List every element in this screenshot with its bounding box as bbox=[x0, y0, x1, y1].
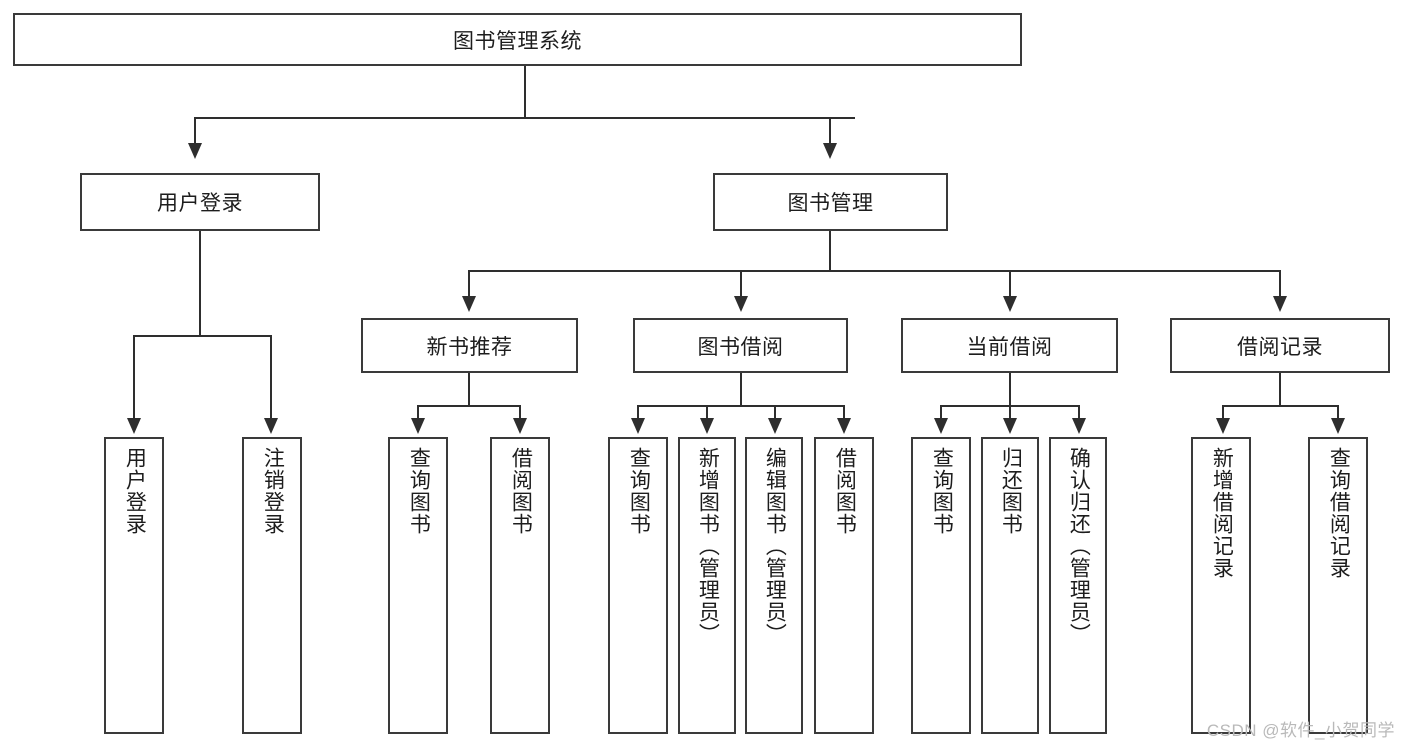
node-user-login[interactable]: 用户登录 bbox=[80, 173, 320, 231]
node-book-management[interactable]: 图书管理 bbox=[713, 173, 948, 231]
connector-to-book-borrow bbox=[740, 270, 742, 298]
leaf-borrow-book-bb[interactable]: 借阅图书 bbox=[814, 437, 874, 734]
node-label: 用户登录 bbox=[123, 447, 147, 535]
connector-cb-leaf-1 bbox=[940, 405, 942, 420]
arrow-to-leaf-confirm-return bbox=[1072, 418, 1086, 434]
connector-borrow-record-stem bbox=[1279, 373, 1281, 406]
leaf-borrow-book-nbr[interactable]: 借阅图书 bbox=[490, 437, 550, 734]
connector-user-login-bus bbox=[133, 335, 271, 337]
node-root-book-management-system[interactable]: 图书管理系统 bbox=[13, 13, 1022, 66]
connector-user-login-stem bbox=[199, 231, 201, 336]
connector-book-borrow-stem bbox=[740, 373, 742, 406]
leaf-user-login[interactable]: 用户登录 bbox=[104, 437, 164, 734]
leaf-query-book-nbr[interactable]: 查询图书 bbox=[388, 437, 448, 734]
connector-to-borrow-record bbox=[1279, 270, 1281, 298]
connector-br-leaf-2 bbox=[1337, 405, 1339, 420]
arrow-to-leaf-logout bbox=[264, 418, 278, 434]
arrow-to-borrow-record bbox=[1273, 296, 1287, 312]
connector-to-new-book-rec bbox=[468, 270, 470, 298]
arrow-to-leaf-query-record bbox=[1331, 418, 1345, 434]
arrow-to-leaf-return-book bbox=[1003, 418, 1017, 434]
node-label: 归还图书 bbox=[999, 447, 1023, 535]
connector-bb-leaf-3 bbox=[774, 405, 776, 420]
watermark-text: CSDN @软件_小贺同学 bbox=[1206, 721, 1395, 740]
arrow-to-leaf-edit-book bbox=[768, 418, 782, 434]
arrow-to-leaf-user-login bbox=[127, 418, 141, 434]
node-label: 确认归还（管理员） bbox=[1067, 447, 1091, 645]
node-label: 新书推荐 bbox=[426, 335, 513, 359]
connector-root-to-user-login bbox=[194, 117, 196, 145]
node-label: 查询借阅记录 bbox=[1327, 447, 1351, 579]
node-label: 借阅图书 bbox=[509, 447, 533, 535]
arrow-to-book-manage bbox=[823, 143, 837, 159]
connector-nbr-leaf-2 bbox=[519, 405, 521, 420]
node-label: 新增借阅记录 bbox=[1210, 447, 1234, 579]
leaf-add-book-admin[interactable]: 新增图书（管理员） bbox=[678, 437, 736, 734]
arrow-to-user-login bbox=[188, 143, 202, 159]
connector-root-to-book-manage bbox=[829, 117, 831, 145]
node-label: 查询图书 bbox=[407, 447, 431, 535]
node-label: 图书管理系统 bbox=[453, 29, 582, 53]
arrow-to-new-book-rec bbox=[462, 296, 476, 312]
node-label: 图书借阅 bbox=[697, 335, 784, 359]
arrow-to-leaf-query-book-1 bbox=[411, 418, 425, 434]
arrow-to-leaf-query-book-2 bbox=[631, 418, 645, 434]
connector-bb-leaf-4 bbox=[843, 405, 845, 420]
node-label: 用户登录 bbox=[157, 192, 243, 215]
node-label: 图书管理 bbox=[787, 192, 874, 215]
node-label: 当前借阅 bbox=[966, 335, 1053, 359]
node-label: 编辑图书（管理员） bbox=[763, 447, 787, 645]
connector-root-stem bbox=[524, 66, 526, 118]
arrow-to-leaf-add-record bbox=[1216, 418, 1230, 434]
node-book-borrowing[interactable]: 图书借阅 bbox=[633, 318, 848, 373]
leaf-edit-book-admin[interactable]: 编辑图书（管理员） bbox=[745, 437, 803, 734]
connector-cb-leaf-2 bbox=[1009, 405, 1011, 420]
node-label: 借阅记录 bbox=[1237, 335, 1323, 359]
connector-level3-bus bbox=[468, 270, 1280, 272]
leaf-return-book[interactable]: 归还图书 bbox=[981, 437, 1039, 734]
leaf-query-borrow-record[interactable]: 查询借阅记录 bbox=[1308, 437, 1368, 734]
connector-bb-leaf-2 bbox=[706, 405, 708, 420]
arrow-to-leaf-borrow-book-2 bbox=[837, 418, 851, 434]
leaf-query-book-cb[interactable]: 查询图书 bbox=[911, 437, 971, 734]
connector-user-login-to-leaf-1 bbox=[133, 335, 135, 420]
node-label: 查询图书 bbox=[930, 447, 954, 535]
arrow-to-leaf-add-book bbox=[700, 418, 714, 434]
connector-cb-leaf-3 bbox=[1078, 405, 1080, 420]
connector-new-book-rec-stem bbox=[468, 373, 470, 406]
connector-borrow-record-bus bbox=[1222, 405, 1338, 407]
leaf-query-book-bb[interactable]: 查询图书 bbox=[608, 437, 668, 734]
leaf-add-borrow-record[interactable]: 新增借阅记录 bbox=[1191, 437, 1251, 734]
node-label: 注销登录 bbox=[261, 447, 285, 535]
leaf-confirm-return-admin[interactable]: 确认归还（管理员） bbox=[1049, 437, 1107, 734]
node-new-book-recommendation[interactable]: 新书推荐 bbox=[361, 318, 578, 373]
connector-bb-leaf-1 bbox=[637, 405, 639, 420]
arrow-to-current-borrow bbox=[1003, 296, 1017, 312]
connector-book-borrow-bus bbox=[637, 405, 844, 407]
node-borrowing-record[interactable]: 借阅记录 bbox=[1170, 318, 1390, 373]
connector-new-book-rec-bus bbox=[417, 405, 520, 407]
arrow-to-book-borrow bbox=[734, 296, 748, 312]
connector-user-login-to-leaf-2 bbox=[270, 335, 272, 420]
arrow-to-leaf-borrow-book-1 bbox=[513, 418, 527, 434]
connector-current-borrow-stem bbox=[1009, 373, 1011, 406]
node-current-borrowing[interactable]: 当前借阅 bbox=[901, 318, 1118, 373]
leaf-logout-login[interactable]: 注销登录 bbox=[242, 437, 302, 734]
node-label: 查询图书 bbox=[627, 447, 651, 535]
connector-to-current-borrow bbox=[1009, 270, 1011, 298]
connector-root-bus bbox=[194, 117, 855, 119]
arrow-to-leaf-query-book-3 bbox=[934, 418, 948, 434]
connector-book-manage-stem bbox=[829, 231, 831, 271]
connector-br-leaf-1 bbox=[1222, 405, 1224, 420]
node-label: 新增图书（管理员） bbox=[696, 447, 720, 645]
connector-nbr-leaf-1 bbox=[417, 405, 419, 420]
node-label: 借阅图书 bbox=[833, 447, 857, 535]
